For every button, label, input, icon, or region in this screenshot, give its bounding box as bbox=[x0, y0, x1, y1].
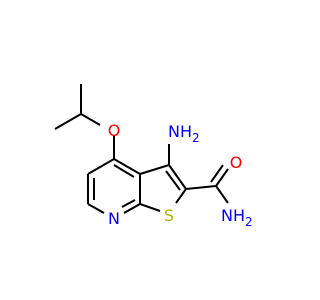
bond-c3-c2-inner bbox=[165, 170, 181, 191]
bond-c2-camide bbox=[185, 185, 217, 190]
atom-amide-nh2: NH2 bbox=[221, 206, 253, 229]
bond-n-c7a-inner bbox=[121, 199, 136, 208]
bond-ipr-o bbox=[80, 113, 101, 126]
bond-ipr-ch3a bbox=[54, 113, 82, 130]
bond-camide-nh2 bbox=[215, 185, 229, 204]
bond-c3-c2 bbox=[168, 164, 187, 190]
atom-sulfur: S bbox=[164, 206, 174, 225]
bond-c3a-c3 bbox=[139, 164, 170, 175]
bonds bbox=[54, 84, 229, 214]
background bbox=[0, 0, 300, 300]
amine-nh-text: NH bbox=[168, 122, 192, 141]
bond-c4-c5 bbox=[87, 158, 115, 175]
amide-subscript: 2 bbox=[245, 215, 253, 229]
atom-oxygen-carbonyl: O bbox=[230, 153, 243, 172]
bond-camide-o bbox=[215, 168, 229, 187]
bond-c3a-c4 bbox=[113, 158, 141, 175]
amine-subscript: 2 bbox=[192, 131, 200, 145]
bond-n-c7a bbox=[123, 203, 141, 214]
bond-s-c7a bbox=[139, 203, 161, 212]
atom-nitrogen-ring: N bbox=[108, 209, 120, 228]
atom-oxygen-ether: O bbox=[108, 121, 121, 140]
atom-labels: O NH2 O NH2 S N bbox=[108, 121, 253, 229]
bond-c2-s bbox=[175, 188, 187, 204]
atom-amine-nh2: NH2 bbox=[168, 122, 200, 145]
bond-camide-o-inner bbox=[210, 164, 224, 183]
bond-c6-n bbox=[87, 203, 105, 214]
amide-nh-text: NH bbox=[221, 206, 245, 225]
molecule-diagram: O NH2 O NH2 S N bbox=[0, 0, 300, 300]
bond-c3a-c4-inner bbox=[113, 164, 135, 178]
